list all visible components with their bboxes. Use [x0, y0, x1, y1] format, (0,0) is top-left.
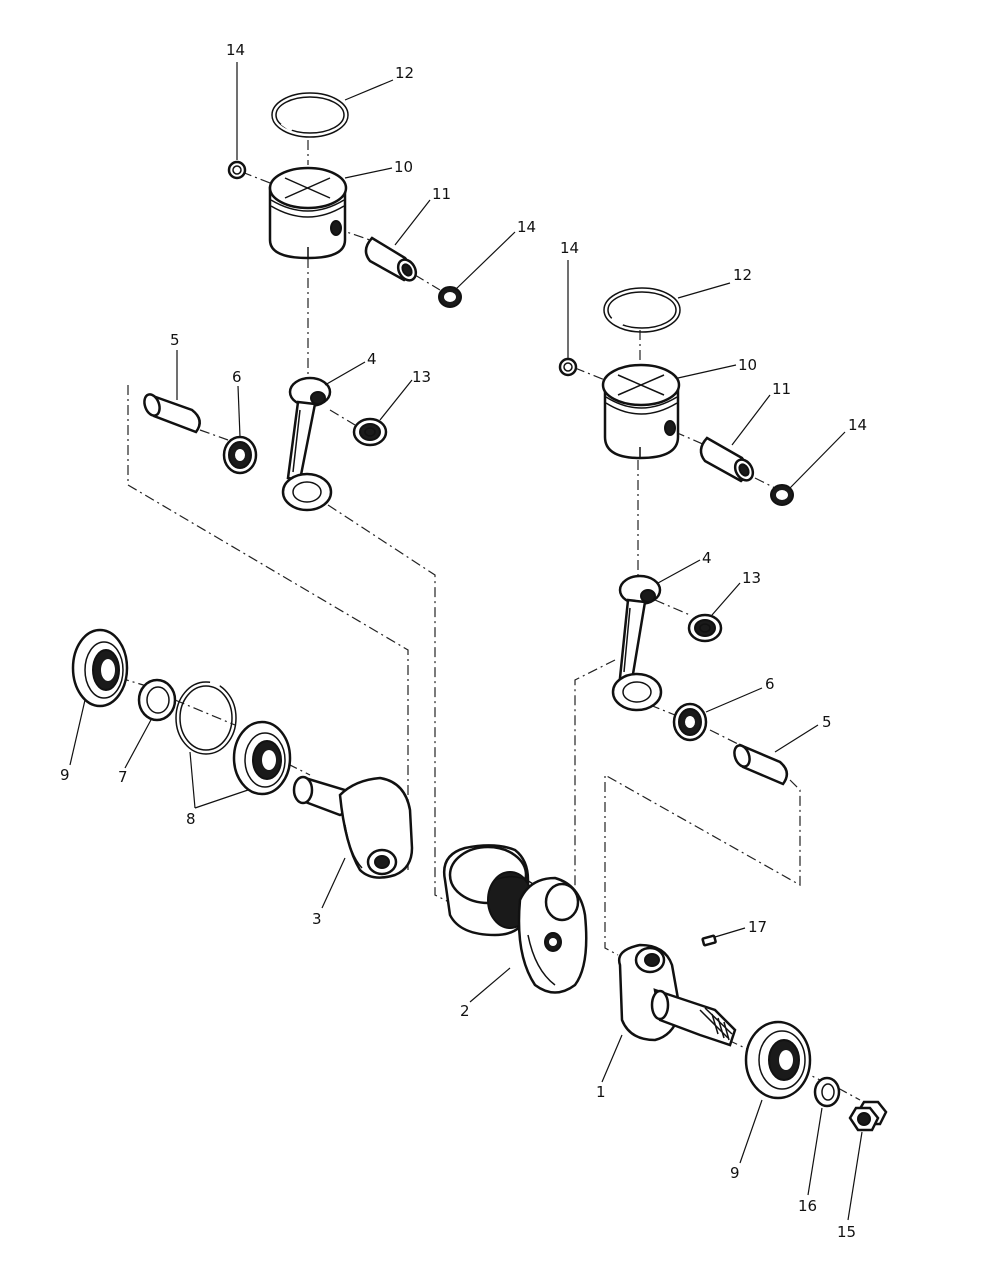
label-piston-pin: 11	[772, 380, 791, 398]
retainer-ring-icon	[558, 357, 578, 377]
label-roller-bearing: 6	[232, 368, 242, 386]
woodruff-key-icon	[701, 934, 717, 947]
crankshaft-half-icon	[292, 775, 414, 879]
label-retainer-ring: 14	[517, 218, 536, 236]
crank-pin-icon	[733, 743, 789, 786]
hex-nut-icon	[848, 1100, 888, 1132]
label-retainer-ring: 14	[560, 239, 579, 257]
leader-lines	[69, 62, 863, 1221]
ball-bearing-icon	[232, 720, 292, 796]
label-roller-bearing: 6	[765, 675, 775, 693]
label-piston: 10	[394, 158, 413, 176]
label-needle-bearing: 13	[412, 368, 431, 386]
piston-icon	[601, 363, 681, 460]
label-woodruff-key: 17	[748, 918, 767, 936]
label-needle-bearing: 13	[742, 569, 761, 587]
lock-washer-icon	[813, 1076, 841, 1108]
label-connecting-rod: 4	[702, 549, 712, 567]
center-crankshaft-icon	[442, 844, 588, 994]
ball-bearing-icon	[71, 628, 129, 708]
seal-washer-icon	[137, 678, 177, 722]
part-number-labels: 14 12 10 11 14 5 6 4 13 14 12 10 11 14 4…	[60, 41, 867, 1241]
label-crankshaft-half: 1	[596, 1083, 606, 1101]
label-piston-pin: 11	[432, 185, 451, 203]
label-ball-bearing: 9	[730, 1164, 740, 1182]
piston-ring-icon	[271, 92, 349, 138]
piston-pin-icon	[699, 436, 755, 483]
label-hex-nut: 15	[837, 1223, 856, 1241]
roller-bearing-icon	[222, 435, 258, 475]
label-snap-ring: 8	[186, 810, 196, 828]
label-retainer-ring: 14	[226, 41, 245, 59]
crankshaft-half-icon	[617, 943, 737, 1047]
upper-left-piston-group	[143, 92, 462, 512]
label-lock-washer: 16	[798, 1197, 817, 1215]
needle-bearing-icon	[352, 417, 388, 447]
upper-right-piston-group	[558, 287, 794, 786]
piston-pin-icon	[364, 236, 418, 282]
label-crank-pin: 5	[170, 331, 180, 349]
lower-right-crank-group	[617, 934, 888, 1132]
retainer-ring-icon	[227, 160, 247, 180]
label-piston: 10	[738, 356, 757, 374]
center-crank-group	[442, 844, 588, 994]
snap-ring-icon	[175, 680, 237, 755]
crank-pin-icon	[143, 393, 201, 434]
label-center-crankshaft: 2	[460, 1002, 470, 1020]
lower-left-crank-group	[71, 628, 414, 879]
label-retainer-ring: 14	[848, 416, 867, 434]
label-ball-bearing: 9	[60, 766, 70, 784]
label-seal-washer: 7	[118, 768, 128, 786]
label-crank-pin: 5	[822, 713, 832, 731]
roller-bearing-icon	[672, 702, 708, 742]
label-connecting-rod: 4	[367, 350, 377, 368]
ball-bearing-icon	[744, 1020, 812, 1100]
retainer-ring-icon	[770, 484, 794, 506]
retainer-ring-icon	[438, 286, 462, 308]
connecting-rod-icon	[611, 574, 663, 712]
piston-ring-icon	[603, 287, 681, 333]
label-crankshaft-half: 3	[312, 910, 322, 928]
label-piston-ring: 12	[733, 266, 752, 284]
connecting-rod-icon	[281, 376, 333, 512]
alignment-lines	[99, 140, 861, 1101]
piston-icon	[268, 166, 348, 260]
label-piston-ring: 12	[395, 64, 414, 82]
needle-bearing-icon	[687, 613, 723, 643]
